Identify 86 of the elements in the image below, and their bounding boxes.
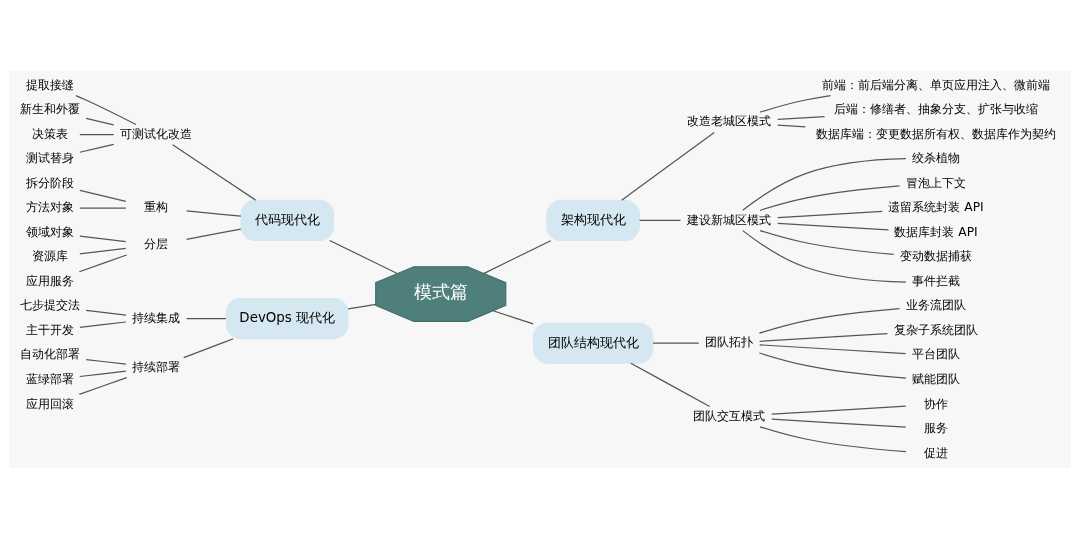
connector xyxy=(638,219,682,221)
node-text: 促进 xyxy=(924,445,949,460)
node-text: 应用服务 xyxy=(25,273,74,288)
node-box: 代码现代化 xyxy=(240,199,335,241)
node-text: 自动化部署 xyxy=(19,346,80,361)
node-text: 决策表 xyxy=(31,126,68,141)
node-text: 领域对象 xyxy=(25,224,74,239)
node-text: 持续集成 xyxy=(132,310,181,325)
connector xyxy=(185,209,242,217)
connector xyxy=(742,157,907,211)
connector xyxy=(79,189,127,202)
node-text: 平台团队 xyxy=(912,346,961,361)
node-text: 绞杀植物 xyxy=(912,150,961,165)
connector xyxy=(79,320,127,328)
node-text: 可测试化改造 xyxy=(120,126,193,141)
connector xyxy=(777,115,826,120)
node-text: 新生和外覆 xyxy=(19,101,80,116)
node-text: 协作 xyxy=(924,396,949,411)
node-text: 前端：前后端分离、单页应用注入、微前端 xyxy=(822,77,1051,92)
connector xyxy=(771,405,907,415)
connector xyxy=(759,332,889,342)
connector xyxy=(79,235,127,242)
connector xyxy=(771,418,907,428)
connector xyxy=(483,239,552,274)
node-text: 持续部署 xyxy=(132,359,181,374)
connector xyxy=(85,309,127,316)
node-text: 团队拓扑 xyxy=(705,334,754,349)
connector xyxy=(329,239,398,274)
connector xyxy=(185,317,227,319)
node-text: 测试替身 xyxy=(25,150,74,165)
connector xyxy=(652,342,700,344)
node-text: 赋能团队 xyxy=(912,371,961,386)
connector xyxy=(79,143,115,153)
connector xyxy=(777,124,807,127)
node-box: 架构现代化 xyxy=(546,199,640,241)
node-box: 团队结构现代化 xyxy=(532,321,654,364)
connector xyxy=(621,131,715,201)
connector xyxy=(777,210,883,218)
node-text: 建设新城区模式 xyxy=(687,212,772,227)
node-text: 方法对象 xyxy=(25,199,74,214)
connector xyxy=(171,143,257,201)
node-text: 分层 xyxy=(144,236,169,251)
connector xyxy=(777,222,890,231)
connector xyxy=(758,307,901,334)
connector xyxy=(347,303,377,309)
node-text: 后端：修缮者、抽象分支、扩张与收缩 xyxy=(834,101,1039,116)
node-text: 拆分阶段 xyxy=(25,175,74,190)
connector xyxy=(759,229,895,255)
node-text: 七步提交法 xyxy=(19,297,80,312)
node-text: 服务 xyxy=(924,420,949,435)
connector xyxy=(185,227,242,240)
node-text: 资源库 xyxy=(31,248,68,263)
node-text: 事件拦截 xyxy=(912,273,961,288)
node-text: 遗留系统封装 API xyxy=(888,199,984,214)
connector xyxy=(759,425,907,452)
node-text: 冒泡上下文 xyxy=(906,175,967,190)
connector xyxy=(78,376,128,395)
connector xyxy=(758,351,907,379)
connector xyxy=(759,94,832,113)
node-text: 数据库端：变更数据所有权、数据库作为契约 xyxy=(816,126,1057,141)
connector xyxy=(183,337,234,358)
connector xyxy=(79,369,127,377)
connector xyxy=(85,358,127,365)
connector xyxy=(492,309,534,324)
node-text: 数据库封装 API xyxy=(894,224,978,239)
node-text: 主干开发 xyxy=(25,322,74,337)
connector xyxy=(79,133,115,135)
node-text: 蓝绿部署 xyxy=(25,371,74,386)
connector xyxy=(742,229,907,283)
node-text: 变动数据捕获 xyxy=(900,248,973,263)
connector xyxy=(85,117,115,125)
node-box: DevOps 现代化 xyxy=(225,297,349,339)
node-text: 业务流团队 xyxy=(906,297,967,312)
connector xyxy=(75,94,137,125)
node-text: 改造老城区模式 xyxy=(687,113,772,128)
connector xyxy=(78,253,128,272)
node-text: 提取接缝 xyxy=(25,77,74,92)
node-text: 重构 xyxy=(144,199,169,214)
node-text: 复杂子系统团队 xyxy=(894,322,979,337)
node-text: 应用回滚 xyxy=(25,396,74,411)
node-text: 团队交互模式 xyxy=(693,408,766,423)
connector xyxy=(630,362,711,407)
connector xyxy=(759,343,907,354)
connector xyxy=(79,207,127,209)
connector xyxy=(79,247,127,254)
connector xyxy=(759,184,901,211)
